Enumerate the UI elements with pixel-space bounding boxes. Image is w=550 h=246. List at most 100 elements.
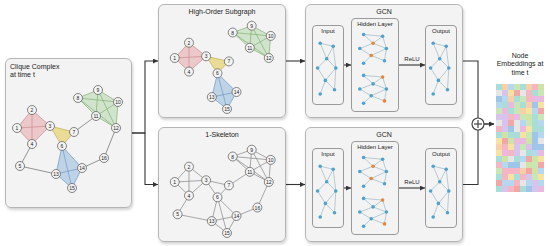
embedding-cell [526,84,532,90]
vertex-number: 4 [183,193,195,199]
label-anchor: 2 [183,164,195,170]
embedding-cell [538,174,544,180]
embedding-cell [502,150,508,156]
embedding-cell [532,102,538,108]
embedding-cell [502,138,508,144]
embedding-cell [538,132,544,138]
label-anchor: 16 [251,205,263,211]
embedding-cell [514,138,520,144]
vertex-number: 7 [68,129,80,135]
embedding-cell [526,108,532,114]
label-anchor: 1 [169,55,181,61]
clique-complex-panel: Clique Complex at time t [5,58,132,208]
embedding-cell [496,108,502,114]
embedding-cell [520,126,526,132]
embedding-cell [496,126,502,132]
embedding-cell [502,132,508,138]
gcn-panel: GCNInputHidden LayerOutput [305,4,463,118]
vertex-number: 8 [227,30,239,36]
label-anchor: 9 [92,87,104,93]
vertex-number: 13 [50,171,62,177]
panel-heading: Clique Complex at time t [10,63,64,80]
vertex-number: 6 [212,70,224,76]
embedding-cell [526,126,532,132]
vertex-number: 7 [223,182,235,188]
label-anchor: 6 [212,194,224,200]
embedding-cell [520,174,526,180]
vertex-number: 5 [14,163,26,169]
embedding-cell [526,156,532,162]
embedding-cell [496,96,502,102]
embedding-cell [508,144,514,150]
embedding-cell [532,186,538,192]
vertex-number: 14 [231,213,243,219]
embedding-cell [514,162,520,168]
activation-label: ReLU [404,179,419,186]
embedding-cell [532,138,538,144]
embedding-cell [514,144,520,150]
embedding-cell [496,132,502,138]
vertex-number: 11 [244,45,256,51]
embedding-cell [496,174,502,180]
vertex-number: 7 [223,58,235,64]
embedding-cell [520,132,526,138]
vertex-number: 16 [251,205,263,211]
box-label: Output [428,151,454,158]
embedding-cell [538,180,544,186]
label-anchor: 14 [76,165,88,171]
label-anchor: 6 [212,70,224,76]
input-box: Input [312,25,344,105]
label-anchor: 8 [227,30,239,36]
embedding-cell [538,90,544,96]
hidden-layer-box: Hidden Layer [351,141,399,235]
vertex-number: 6 [212,194,224,200]
panel-heading: Node Embeddings at time t [494,52,546,77]
label-anchor: 1 [169,179,181,185]
hidden-layer-box: Hidden Layer [351,18,399,112]
embedding-cell [502,90,508,96]
embedding-cell [514,132,520,138]
embedding-cell [526,162,532,168]
vertex-number: 8 [72,95,84,101]
embedding-cell [520,186,526,192]
sum-stroke [477,120,478,128]
vertex-number: 13 [206,218,218,224]
embedding-cell [496,84,502,90]
vertex-number: 15 [66,185,78,191]
embedding-cell [520,120,526,126]
embedding-cell [532,174,538,180]
embedding-cell [508,120,514,126]
label-anchor: 9 [246,23,258,29]
embedding-cell [508,186,514,192]
embedding-cell [538,114,544,120]
embedding-cell [496,90,502,96]
embedding-block: Node Embeddings at time t [494,52,546,196]
embedding-cell [532,84,538,90]
flow-arrow [463,124,494,185]
embedding-cell [502,102,508,108]
embedding-cell [538,186,544,192]
embedding-cell [526,114,532,120]
label-anchor: 6 [56,143,68,149]
embedding-cell [526,186,532,192]
vertex-number: 12 [263,179,275,185]
label-anchor: 13 [50,171,62,177]
embedding-cell [538,84,544,90]
vertex-number: 10 [265,157,277,163]
embedding-cell [502,180,508,186]
label-anchor: 10 [112,99,124,105]
vertex-number: 1 [169,55,181,61]
embedding-cell [514,120,520,126]
embedding-cell [520,168,526,174]
label-anchor: 7 [223,182,235,188]
embedding-cell [514,180,520,186]
embedding-cell [520,96,526,102]
embedding-cell [514,102,520,108]
embedding-cell [532,114,538,120]
embedding-cell [538,156,544,162]
embedding-cell [538,102,544,108]
embedding-cell [502,114,508,120]
embedding-cell [520,84,526,90]
subgraph-panel: High-Order Subgraph [158,4,286,118]
vertex-number: 15 [221,230,233,236]
